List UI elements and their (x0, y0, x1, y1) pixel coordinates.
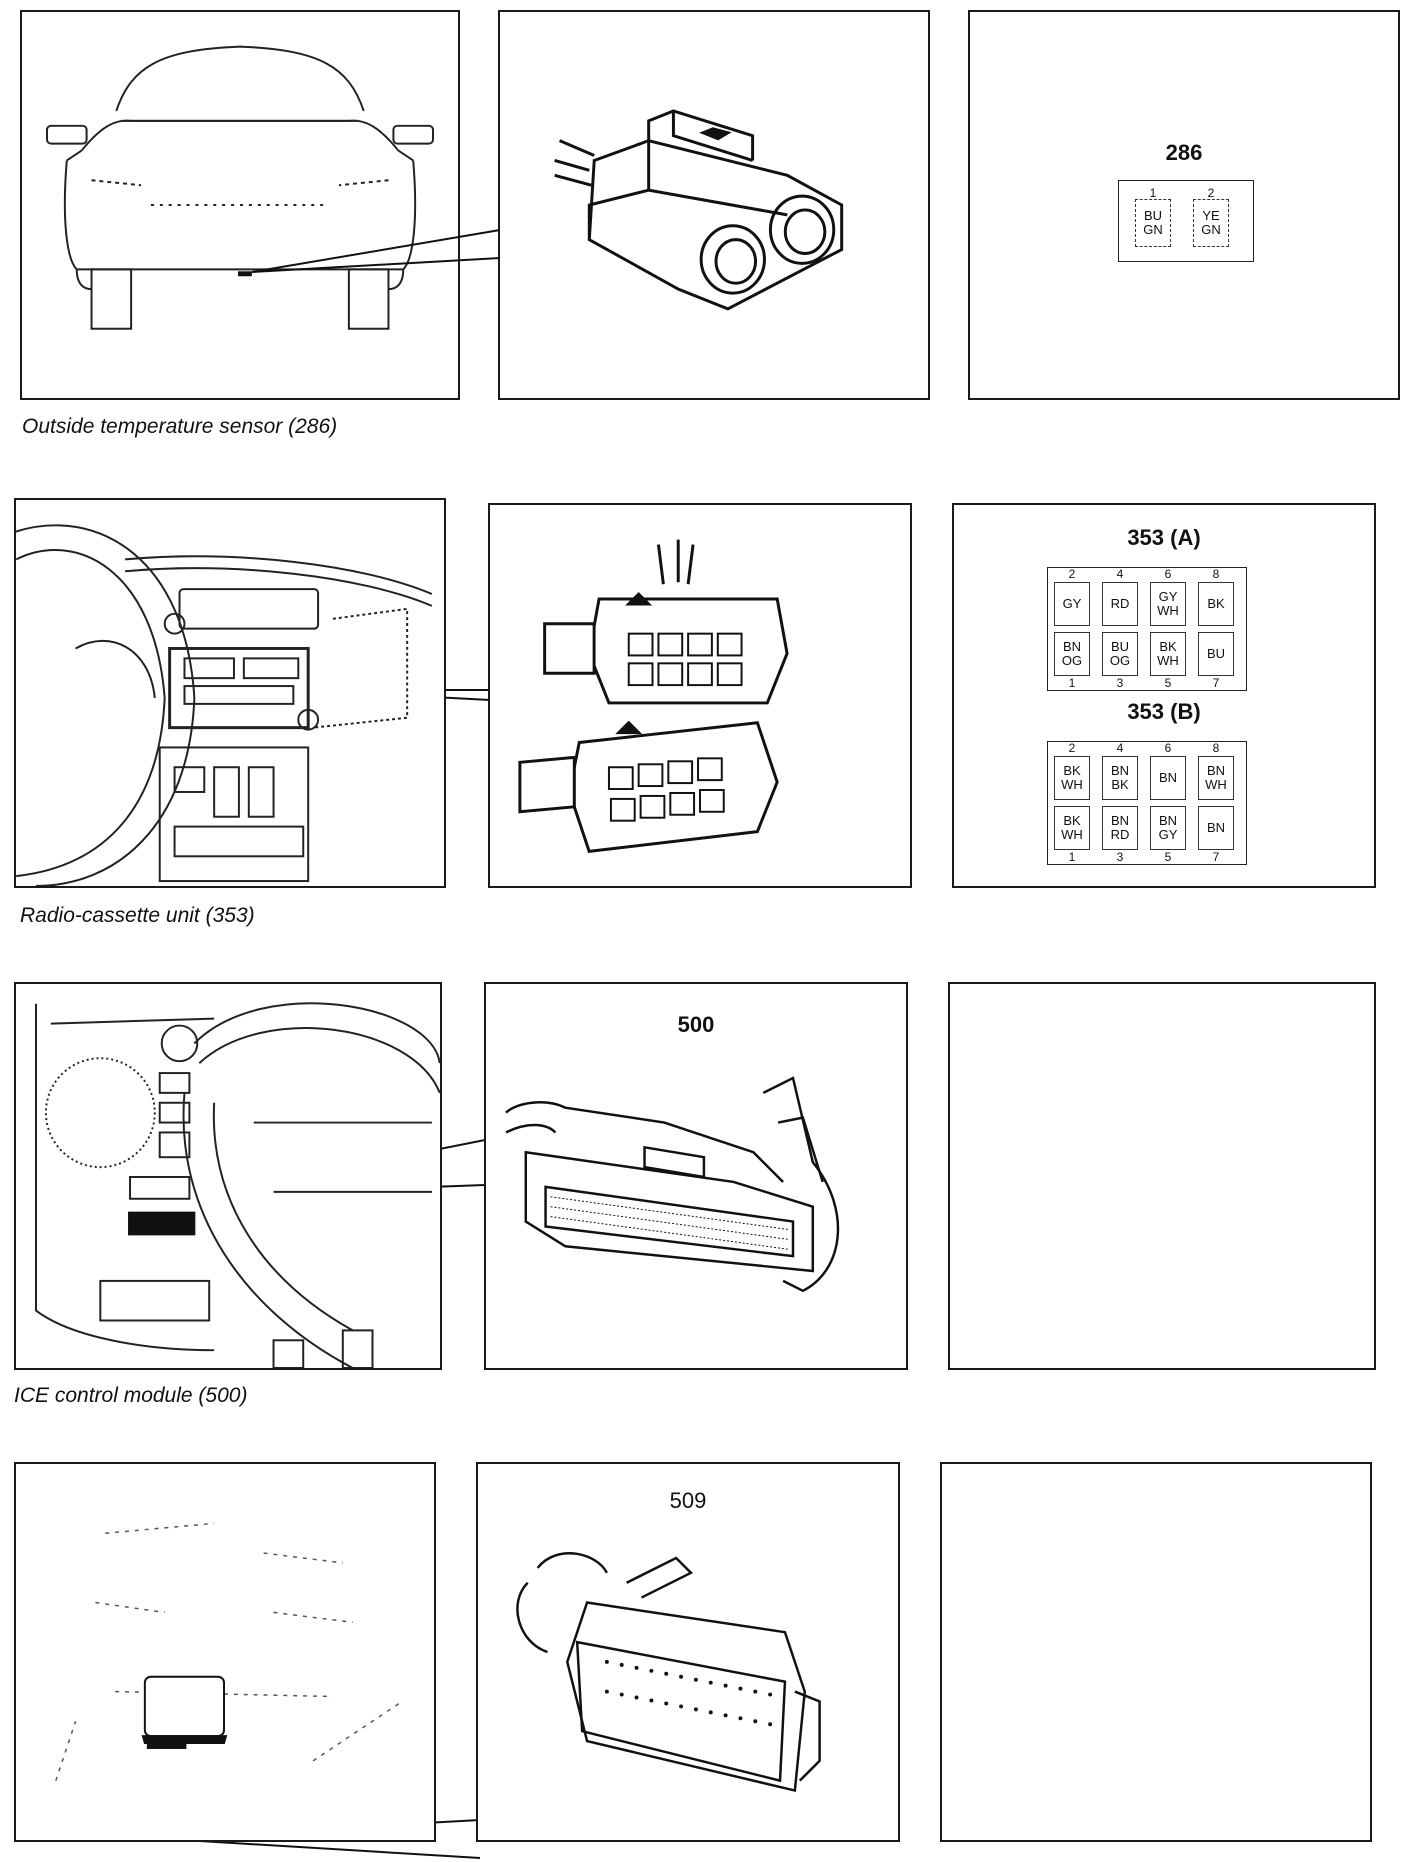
module-509-label: 509 (669, 1488, 707, 1513)
empty-panel-row3 (948, 982, 1376, 1370)
connector-286-pinout-panel: 286 1 2 BU GN YE GN (968, 10, 1400, 400)
wire-color: GN (1143, 222, 1163, 237)
wire-color: BN (1206, 763, 1226, 778)
pin-cell: YE GN (1193, 199, 1229, 247)
pin-number: 5 (1164, 850, 1172, 864)
pin-number: 8 (1212, 567, 1220, 581)
wire-color: WH (1061, 827, 1083, 842)
wire-color: BN (1110, 813, 1130, 828)
wire-color: BU (1206, 646, 1226, 661)
module-509-location-panel (14, 1462, 436, 1842)
pin-number: 4 (1116, 741, 1124, 755)
module-509-location-illustration (55, 1522, 403, 1781)
wire-color: BK (1111, 777, 1129, 792)
dashboard-radio-illustration (16, 524, 433, 886)
pin-number: 7 (1212, 676, 1220, 690)
wire-color: RD (1110, 596, 1130, 611)
caption-outside-temperature-sensor: Outside temperature sensor (286) (22, 415, 338, 438)
wire-color: BN (1110, 763, 1130, 778)
wire-color: OG (1061, 653, 1083, 668)
pin-number: 2 (1207, 186, 1215, 200)
dashboard-ice-module-illustration (35, 1002, 440, 1368)
wire-color: BK (1207, 596, 1225, 611)
connector-353b-title: 353 (B) (1127, 699, 1201, 724)
pin-cell: BK (1198, 582, 1234, 626)
dashboard-ice-module-panel (14, 982, 442, 1370)
pin-number: 5 (1164, 676, 1172, 690)
wire-color: GY (1158, 589, 1178, 604)
connector-286-title: 286 (1165, 140, 1203, 165)
ice-module-connector-panel: 500 (484, 982, 908, 1370)
pin-cell: BU (1198, 632, 1234, 676)
pin-number: 2 (1068, 741, 1076, 755)
wire-color: BK (1159, 639, 1177, 654)
connector-286-housing-illustration (554, 109, 844, 311)
pin-cell: BU GN (1135, 199, 1171, 247)
pin-number: 3 (1116, 676, 1124, 690)
empty-panel-row4 (940, 1462, 1372, 1842)
module-509-connector-panel: 509 (476, 1462, 900, 1842)
car-front-illustration (46, 45, 434, 330)
wire-color: WH (1205, 777, 1227, 792)
caption-ice-control-module: ICE control module (500) (14, 1384, 248, 1407)
wire-color: BN (1062, 639, 1082, 654)
pin-number: 7 (1212, 850, 1220, 864)
pin-cell: BN (1198, 806, 1234, 850)
wire-color: RD (1110, 827, 1130, 842)
wire-color: BU (1143, 208, 1163, 223)
car-front-view-panel (20, 10, 460, 400)
wire-color: WH (1157, 603, 1179, 618)
pin-cell: RD (1102, 582, 1138, 626)
wire-color: WH (1061, 777, 1083, 792)
wire-color: GN (1201, 222, 1221, 237)
wire-color: OG (1109, 653, 1131, 668)
wire-color: WH (1157, 653, 1179, 668)
pin-number: 6 (1164, 741, 1172, 755)
pin-number: 2 (1068, 567, 1076, 581)
wire-color: BN (1158, 770, 1178, 785)
pin-number: 8 (1212, 741, 1220, 755)
pin-number: 4 (1116, 567, 1124, 581)
pin-number: 3 (1116, 850, 1124, 864)
pin-number: 1 (1149, 186, 1157, 200)
module-500-label: 500 (677, 1012, 715, 1037)
module-509-connector-illustration (516, 1552, 821, 1793)
wire-color: BU (1110, 639, 1130, 654)
connector-353-housing-panel (488, 503, 912, 888)
wire-color: GY (1062, 596, 1082, 611)
connector-286-housing-panel (498, 10, 930, 400)
connector-353-housing-illustration (518, 539, 789, 853)
wire-color: BN (1206, 820, 1226, 835)
ice-module-connector-illustration (505, 1076, 840, 1293)
caption-radio-cassette-unit: Radio-cassette unit (353) (20, 904, 255, 927)
pin-cell: BN (1150, 756, 1186, 800)
connector-286-pin-face: 1 2 BU GN YE GN (1118, 180, 1254, 262)
wire-color: YE (1202, 208, 1220, 223)
pin-number: 1 (1068, 850, 1076, 864)
wire-color: BN (1158, 813, 1178, 828)
pin-cell: GY (1054, 582, 1090, 626)
wire-color: BK (1063, 763, 1081, 778)
wire-color: GY (1158, 827, 1178, 842)
connector-353a-title: 353 (A) (1127, 525, 1201, 550)
pin-number: 6 (1164, 567, 1172, 581)
wire-color: BK (1063, 813, 1081, 828)
dashboard-radio-panel (14, 498, 446, 888)
pin-number: 1 (1068, 676, 1076, 690)
